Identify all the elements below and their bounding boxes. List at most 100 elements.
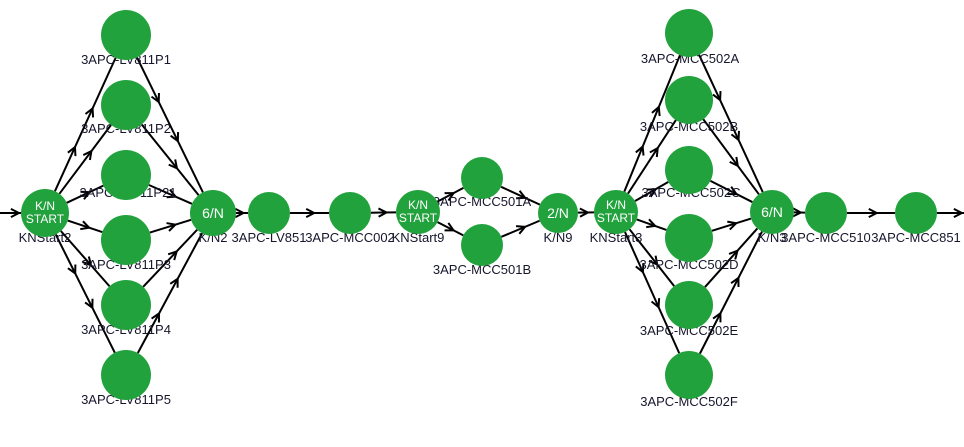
graph-edge: [149, 218, 192, 234]
graph-edge: [148, 184, 193, 205]
edge-arrowhead-icon: [727, 186, 739, 196]
graph-edge: [704, 227, 759, 288]
node-inner-label: 6/N: [202, 205, 224, 221]
edge-arrowhead-icon: [516, 190, 528, 200]
graph-edge: [709, 179, 753, 203]
graph-edge: [623, 54, 681, 193]
graph-node-knstart2[interactable]: K/N START: [21, 189, 69, 237]
edge-arrowhead-icon: [167, 249, 179, 261]
node-caption-mcc502f: 3APC-MCC502F: [640, 394, 738, 409]
graph-node-mcc501a[interactable]: [461, 157, 503, 199]
graph-edge: [436, 186, 464, 203]
node-caption-mcc501a: 3APC-MCC501A: [432, 194, 532, 209]
graph-node-knstart9[interactable]: K/N START: [396, 190, 440, 234]
graph-node-lv811p21[interactable]: [101, 150, 151, 200]
graph-edge: [634, 181, 669, 202]
node-caption-mcc502b: 3APC-MCC502B: [639, 119, 739, 134]
edge-arrowhead-icon: [635, 144, 645, 156]
graph-node-lv811p2[interactable]: [101, 80, 151, 130]
graph-edge: [627, 119, 677, 195]
graph-node-mcc502d[interactable]: [665, 214, 713, 262]
graph-node-knstart3[interactable]: K/N START: [594, 190, 638, 234]
node-inner-label: K/N START: [398, 198, 438, 225]
edge-arrowhead-icon: [80, 190, 92, 200]
node-caption-mcc002: 3APC-MCC002: [305, 230, 395, 245]
edge-arrowhead-icon: [170, 132, 180, 144]
graph-node-lv811p5[interactable]: [101, 350, 151, 400]
graph-node-lv811p3[interactable]: [101, 215, 151, 265]
node-caption-knstart9: KNStart9: [391, 230, 445, 245]
edge-arrowhead-icon: [10, 207, 22, 219]
edge-arrowhead-icon: [80, 220, 92, 231]
edge-arrowhead-icon: [151, 311, 161, 323]
edge-arrowhead-icon: [169, 276, 179, 288]
node-caption-lv851: 3APC-LV851: [231, 230, 307, 245]
graph-node-mcc501b[interactable]: [461, 224, 503, 266]
graph-node-mcc502e[interactable]: [665, 281, 713, 329]
graph-node-mcc002[interactable]: [329, 192, 371, 234]
node-inner-label: K/N START: [596, 198, 636, 225]
edge-arrowhead-icon: [730, 130, 740, 142]
graph-node-mcc851[interactable]: [895, 192, 937, 234]
node-caption-knstart3: KNStart3: [589, 230, 643, 245]
graph-node-mcc502b[interactable]: [665, 76, 713, 124]
graph-edge: [140, 123, 200, 196]
node-inner-label: K/N START: [25, 199, 65, 226]
graph-edge: [624, 231, 681, 354]
edge-arrowhead-icon: [378, 207, 389, 218]
edge-arrowhead-icon: [728, 249, 739, 260]
edge-arrowhead-icon: [635, 262, 645, 274]
graph-edge: [711, 217, 752, 232]
graph-edge: [698, 231, 763, 355]
graph-node-kn2[interactable]: 6/N: [190, 190, 236, 236]
graph-edge: [58, 124, 112, 195]
graph-node-mcc502a[interactable]: [665, 9, 713, 57]
graph-node-mcc502c[interactable]: [665, 146, 713, 194]
node-caption-kn3: K/N3: [757, 230, 787, 245]
graph-node-mcc510[interactable]: [805, 192, 847, 234]
edge-arrowhead-icon: [84, 106, 95, 118]
graph-node-lv851[interactable]: [248, 192, 290, 234]
edge-arrowhead-icon: [166, 222, 178, 232]
edge-arrowhead-icon: [712, 311, 722, 323]
graph-node-mcc502f[interactable]: [665, 351, 713, 399]
graph-edge: [136, 232, 203, 354]
graph-node-kn9[interactable]: 2/N: [538, 193, 578, 233]
graph-edge: [437, 221, 464, 237]
edge-arrowhead-icon: [792, 207, 803, 218]
edge-arrowhead-icon: [646, 218, 658, 229]
node-caption-mcc510: 3APC-MCC510: [781, 230, 871, 245]
node-caption-knstart2: KNStart2: [18, 230, 72, 245]
edge-arrowhead-icon: [166, 189, 178, 199]
edge-arrowhead-icon: [650, 298, 661, 310]
edge-arrowhead-icon: [649, 146, 659, 158]
graph-node-kn3[interactable]: 6/N: [750, 190, 794, 234]
graph-edge: [142, 229, 198, 288]
graph-edge: [67, 219, 103, 234]
edge-arrowhead-icon: [648, 255, 659, 267]
node-caption-kn9: K/N9: [543, 230, 573, 245]
edge-arrowhead-icon: [444, 222, 456, 232]
graph-edge: [54, 57, 117, 192]
graph-edge: [698, 54, 764, 193]
graph-node-lv811p1[interactable]: [101, 10, 151, 60]
edge-arrowhead-icon: [712, 91, 722, 103]
edge-arrowhead-icon: [67, 145, 77, 157]
edge-arrowhead-icon: [579, 207, 591, 218]
graph-node-lv811p4[interactable]: [101, 280, 151, 330]
node-caption-mcc851: 3APC-MCC851: [871, 230, 961, 245]
edge-arrowhead-icon: [82, 256, 93, 267]
edge-arrowhead-icon: [444, 192, 456, 202]
graph-edge: [66, 184, 104, 204]
node-inner-label: 2/N: [547, 205, 569, 221]
graph-edge: [636, 218, 667, 231]
edge-arrowhead-icon: [234, 207, 246, 219]
graph-edge: [500, 185, 541, 206]
node-inner-label: 6/N: [761, 204, 783, 220]
edge-arrowhead-icon: [646, 188, 658, 198]
edge-arrowhead-icon: [67, 264, 77, 276]
edge-arrowhead-icon: [305, 207, 317, 219]
node-caption-mcc501b: 3APC-MCC501B: [432, 262, 532, 277]
